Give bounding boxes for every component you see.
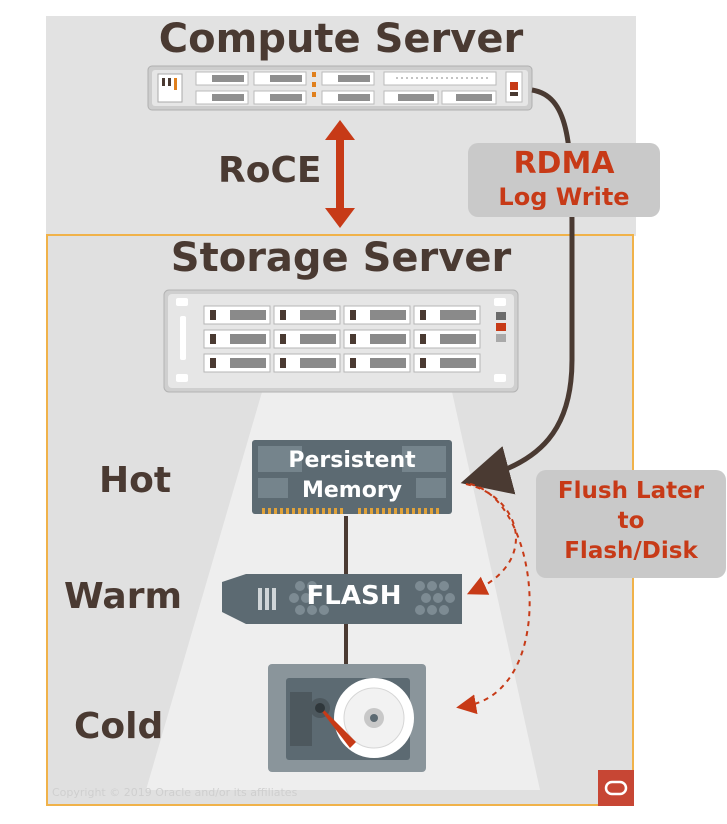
tier-warm-label: Warm [64,576,182,617]
flash-label: FLASH [306,581,402,611]
persistent-memory-module [252,440,452,514]
pmem-line1: Persistent [288,448,416,473]
flush-line2: to [617,508,645,534]
rdma-subtitle: Log Write [498,183,630,211]
rdma-log-write-arrow [460,87,575,495]
storage-server-chassis [163,289,519,393]
copyright-text: Copyright © 2019 Oracle and/or its affil… [52,786,298,799]
flush-line1: Flush Later [557,478,705,504]
rdma-callout: RDMA Log Write [468,143,660,217]
hard-disk-icon [268,664,426,772]
persistent-memory-label: Persistent Memory [252,446,452,506]
flush-line3: Flash/Disk [564,538,698,564]
flush-to-disk-arrow [456,483,531,715]
roce-double-arrow [325,120,355,228]
flush-later-callout: Flush Later to Flash/Disk [536,470,726,578]
flush-to-flash-arrow [465,483,517,595]
tier-hot-label: Hot [99,460,172,501]
roce-label: RoCE [218,150,322,191]
storage-server-title: Storage Server [170,235,512,281]
rdma-title: RDMA [513,146,615,181]
tier-cold-label: Cold [74,706,164,747]
compute-server-chassis [147,65,533,111]
compute-server-title: Compute Server [158,16,524,62]
flash-card [222,574,462,624]
pmem-line2: Memory [301,478,403,503]
oracle-logo-icon [598,770,634,806]
